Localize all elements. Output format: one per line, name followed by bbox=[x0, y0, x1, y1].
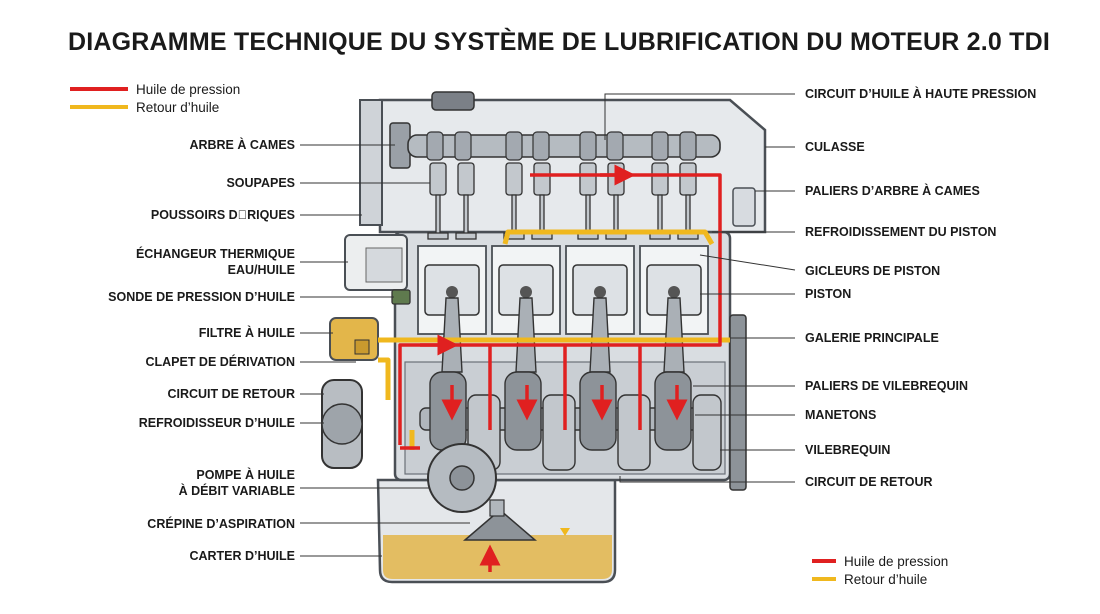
label-piston-cooling: REFROIDISSEMENT DU PISTON bbox=[805, 225, 997, 239]
legend-item-pressure-bottom: Huile de pression bbox=[812, 552, 948, 570]
label-cylinder-head: CULASSE bbox=[805, 140, 865, 154]
label-valves: SOUPAPES bbox=[226, 176, 295, 190]
oil-cap bbox=[431, 91, 475, 111]
leader-lines-right bbox=[604, 93, 796, 483]
return-oil-circuit bbox=[378, 229, 730, 450]
valves bbox=[427, 162, 699, 240]
label-camshaft: ARBRE À CAMES bbox=[189, 138, 295, 152]
label-pressure-sensor: SONDE DE PRESSION D’HUILE bbox=[108, 290, 295, 304]
label-crank-bearings: PALIERS DE VILEBREQUIN bbox=[805, 379, 968, 393]
oil-pressure-sensor bbox=[391, 289, 411, 305]
label-strainer: CRÉPINE D’ASPIRATION bbox=[147, 517, 295, 531]
legend-label-return-bottom: Retour d’huile bbox=[844, 571, 928, 587]
label-lifters: POUSSOIRS D RIQUES bbox=[150, 208, 295, 222]
label-piston: PISTON bbox=[805, 287, 852, 301]
label-piston-jets: GICLEURS DE PISTON bbox=[805, 264, 941, 278]
leader-lines-left bbox=[300, 144, 470, 557]
oil-strainer bbox=[462, 509, 538, 541]
legend-top: Huile de pression Retour d’huile bbox=[70, 80, 240, 116]
legend-item-return-bottom: Retour d’huile bbox=[812, 570, 948, 588]
oil-filter bbox=[329, 317, 379, 361]
label-oil-pan: CARTER D’HUILE bbox=[189, 549, 295, 563]
page-title: DIAGRAMME TECHNIQUE DU SYSTÈME DE LUBRIF… bbox=[68, 28, 1051, 56]
label-return-circuit-left: CIRCUIT DE RETOUR bbox=[167, 387, 295, 401]
legend-label-pressure: Huile de pression bbox=[136, 81, 241, 97]
label-return-circuit-right: CIRCUIT DE RETOUR bbox=[805, 475, 933, 489]
pressure-swatch bbox=[812, 559, 836, 563]
pressure-swatch bbox=[70, 87, 128, 91]
return-swatch bbox=[70, 105, 128, 109]
label-main-gallery: GALERIE PRINCIPALE bbox=[805, 331, 939, 345]
legend-bottom: Huile de pression Retour d’huile bbox=[812, 552, 948, 588]
label-oil-pump-line2: À DÉBIT VARIABLE bbox=[178, 484, 295, 498]
camshaft bbox=[389, 122, 721, 169]
oil-level bbox=[383, 535, 612, 579]
label-heat-exchanger-line2: EAU/HUILE bbox=[227, 263, 295, 277]
cam-cover-plug bbox=[732, 187, 756, 227]
legend-label-pressure-bottom: Huile de pression bbox=[844, 553, 949, 569]
label-cam-bearings: PALIERS D’ARBRE À CAMES bbox=[805, 184, 980, 198]
oil-drip bbox=[560, 528, 570, 536]
crankshaft bbox=[419, 371, 722, 471]
label-oil-cooler: REFROIDISSEUR D’HUILE bbox=[138, 416, 295, 430]
label-high-pressure-circuit: CIRCUIT D’HUILE À HAUTE PRESSION bbox=[805, 87, 1037, 101]
flywheel bbox=[729, 314, 747, 491]
label-crankpins: MANETONS bbox=[805, 408, 877, 422]
pressure-oil-circuit bbox=[398, 164, 722, 572]
label-crankshaft: VILEBREQUIN bbox=[805, 443, 891, 457]
return-swatch bbox=[812, 577, 836, 581]
label-oil-filter: FILTRE À HUILE bbox=[198, 326, 295, 340]
label-oil-pump-line1: POMPE À HUILE bbox=[196, 468, 295, 482]
label-heat-exchanger-line1: ÉCHANGEUR THERMIQUE bbox=[135, 247, 295, 261]
legend-item-pressure: Huile de pression bbox=[70, 80, 240, 98]
label-bypass-valve: CLAPET DE DÉRIVATION bbox=[145, 355, 295, 369]
legend-label-return: Retour d’huile bbox=[136, 99, 220, 115]
legend-item-return: Retour d’huile bbox=[70, 98, 240, 116]
